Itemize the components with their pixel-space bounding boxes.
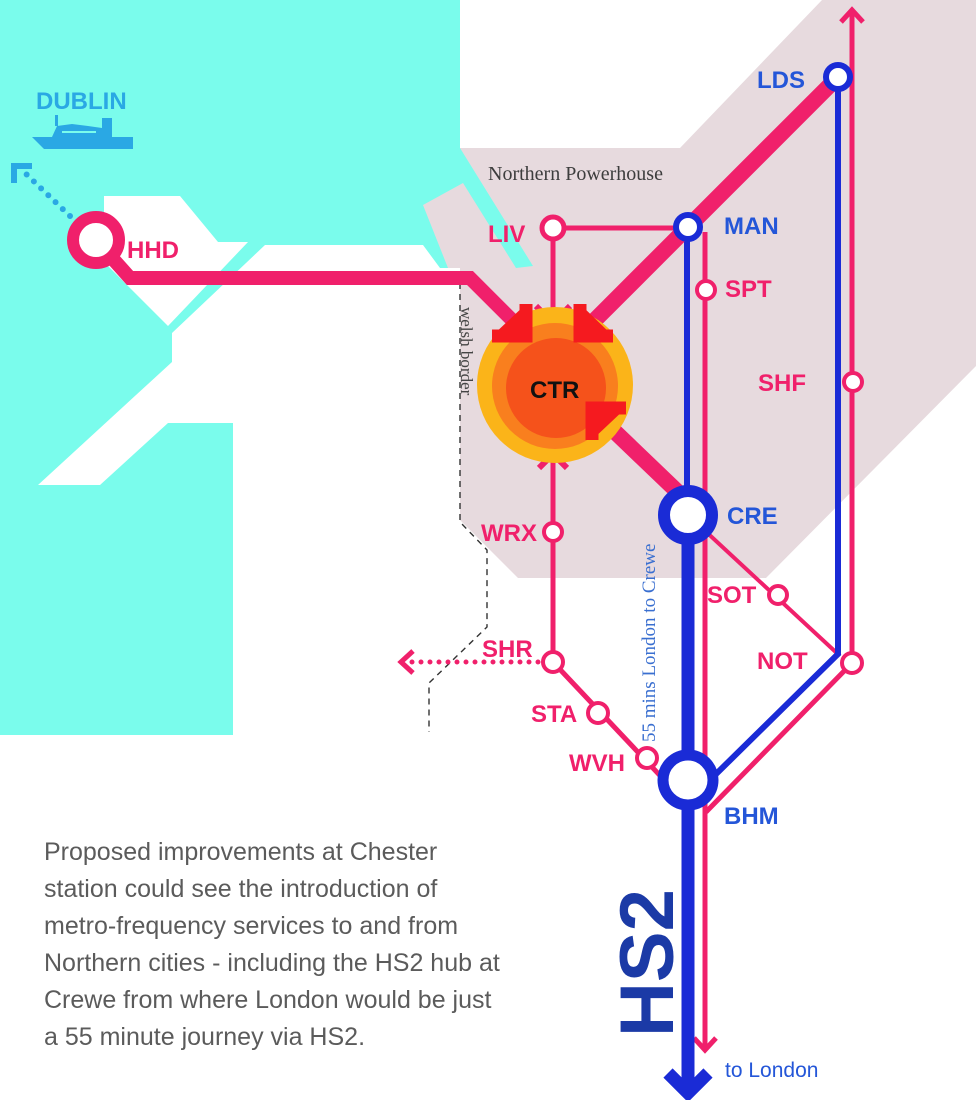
journey-time-label: 55 mins London to Crewe	[639, 544, 660, 742]
region-label: Northern Powerhouse	[488, 163, 663, 185]
station-liv	[539, 214, 567, 242]
chevron-up-icon	[839, 6, 865, 24]
station-lds	[823, 62, 853, 92]
wirral-peninsula	[423, 183, 516, 268]
anglesey-island	[104, 196, 248, 326]
station-label-shr: SHR	[482, 636, 533, 663]
station-not	[840, 651, 864, 675]
caption-line: a 55 minute journey via HS2.	[44, 1023, 366, 1051]
chevron-down-icon	[663, 1068, 713, 1100]
station-label-hhd: HHD	[127, 237, 179, 264]
station-shr	[541, 650, 565, 674]
arrow-in-from-lds-fill	[580, 304, 613, 336]
station-label-bhm: BHM	[724, 803, 779, 830]
welsh-border-line	[428, 272, 488, 732]
station-label-lds: LDS	[757, 67, 805, 94]
station-label-sta: STA	[531, 701, 577, 728]
route-lds-ctr	[576, 71, 844, 339]
caption-line: station could see the introduction of	[44, 875, 438, 903]
caption-line: Proposed improvements at Chester	[44, 838, 438, 866]
ship-icon	[32, 115, 133, 149]
hs2-label: HS2	[605, 889, 690, 1037]
destination-label: to London	[725, 1059, 818, 1082]
welsh-border-label: welsh border	[457, 307, 476, 396]
station-shf	[842, 371, 864, 393]
station-sot	[767, 584, 789, 606]
station-label-wvh: WVH	[569, 750, 625, 777]
station-hhd	[67, 211, 125, 269]
station-label-man: MAN	[724, 213, 779, 240]
route-cre-not	[686, 513, 842, 658]
chester-hub: CTR	[477, 304, 633, 463]
wales-landmass	[38, 245, 460, 740]
station-wrx	[542, 521, 564, 543]
chevron-left-icon	[397, 649, 415, 675]
dublin-label: DUBLIN	[36, 88, 127, 115]
caption-line: Crewe from where London would be just	[44, 986, 492, 1014]
arrow-in-from-cre-fill	[592, 408, 626, 440]
station-label-ctr: CTR	[530, 377, 579, 404]
dublin-route-dotted	[21, 169, 73, 219]
arrow-in-from-hhd-fill	[492, 304, 526, 336]
station-label-wrx: WRX	[481, 520, 537, 547]
caption-paragraph: Proposed improvements at Chester station…	[44, 834, 564, 1056]
route-lds-bhm	[709, 77, 841, 781]
caption-line: metro-frequency services to and from	[44, 912, 459, 940]
station-label-shf: SHF	[758, 370, 806, 397]
station-label-cre: CRE	[727, 503, 778, 530]
hub-inner-ring	[506, 338, 606, 438]
station-label-not: NOT	[757, 648, 808, 675]
station-markers	[67, 62, 864, 811]
station-spt	[695, 279, 717, 301]
station-man	[673, 212, 703, 242]
station-wvh	[635, 746, 659, 770]
blue-routes	[684, 77, 841, 781]
station-label-sot: SOT	[707, 582, 757, 609]
corner-arrow-icon	[11, 163, 32, 183]
station-bhm	[657, 749, 719, 811]
station-label-liv: LIV	[488, 221, 525, 248]
caption-line: Northern cities - including the HS2 hub …	[44, 949, 500, 977]
station-sta	[586, 701, 610, 725]
station-cre	[658, 485, 718, 545]
chevron-down-icon	[692, 1036, 718, 1054]
station-label-spt: SPT	[725, 276, 772, 303]
